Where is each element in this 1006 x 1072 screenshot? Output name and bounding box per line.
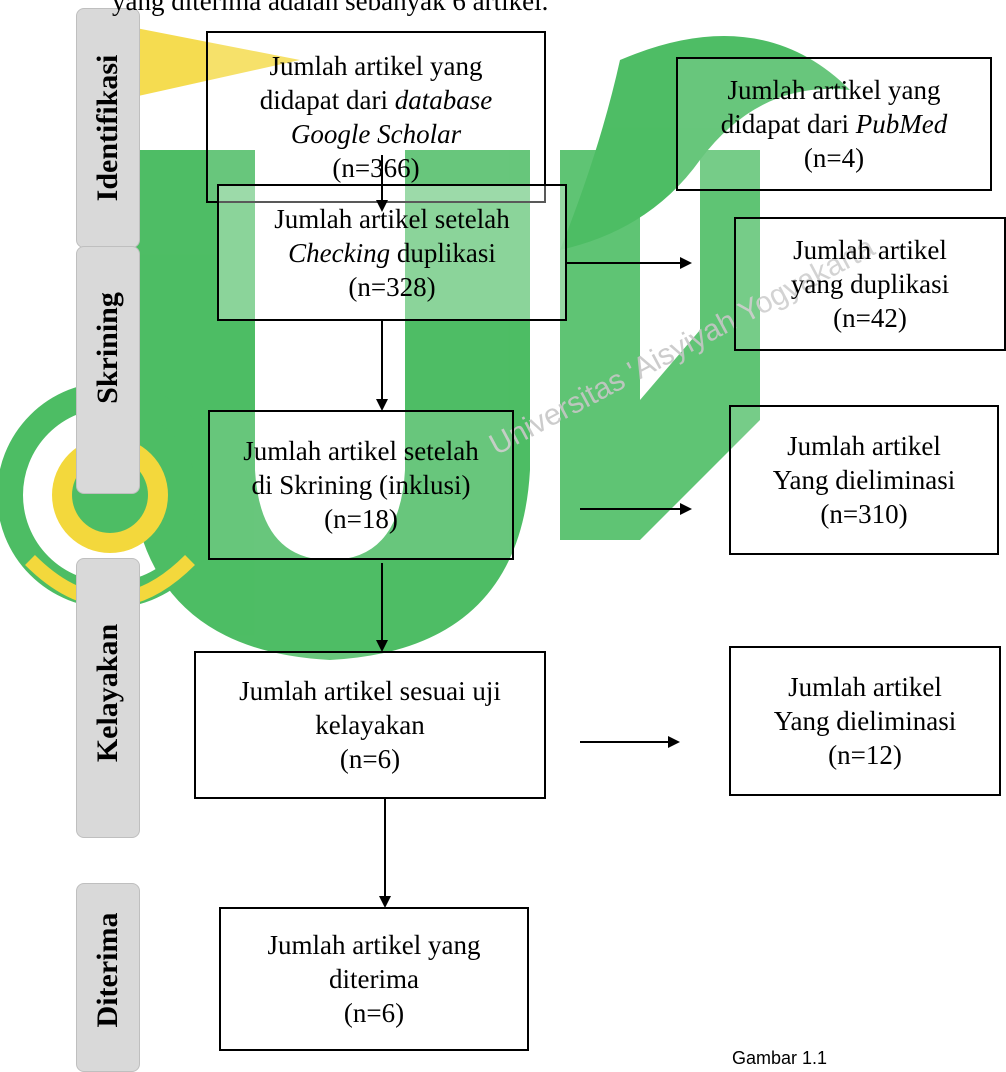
box-eliminasi-310: Jumlah artikel Yang dieliminasi (n=310) — [729, 405, 999, 555]
box-skrining-line1: Jumlah artikel setelah — [243, 436, 479, 466]
box-duplikasi: Jumlah artikel yang duplikasi (n=42) — [734, 217, 1006, 351]
box-duplikasi-line2: yang duplikasi — [790, 269, 950, 299]
stage-label-diterima: Diterima — [91, 912, 124, 1028]
stage-tab-kelayakan — [76, 558, 140, 838]
box-kelayakan-count: (n=6) — [339, 744, 401, 774]
stage-label-skrining: Skrining — [91, 292, 124, 404]
box-pubmed: Jumlah artikel yang didapat dari PubMed … — [676, 57, 992, 191]
box-skrining-count: (n=18) — [324, 504, 398, 534]
box-eliminasi-12-count: (n=12) — [828, 740, 902, 770]
box-checking-line1: Jumlah artikel setelah — [274, 203, 510, 234]
watermark-stroke — [560, 36, 850, 250]
box-eliminasi-12: Jumlah artikel Yang dieliminasi (n=12) — [729, 646, 1001, 796]
box-kelayakan-line2: kelayakan — [315, 710, 425, 740]
box-eliminasi-12-line2: Yang dieliminasi — [773, 706, 957, 736]
box-google-scholar-line3: Google Scholar — [290, 119, 462, 149]
stage-tab-skrining — [76, 246, 140, 494]
box-duplikasi-count: (n=42) — [833, 303, 907, 333]
box-checking: Jumlah artikel setelah Checking duplikas… — [217, 184, 567, 321]
stage-label-identifikasi: Identifikasi — [91, 54, 124, 202]
box-kelayakan: Jumlah artikel sesuai uji kelayakan (n=6… — [194, 651, 546, 799]
box-pubmed-line1: Jumlah artikel yang — [727, 75, 941, 105]
box-diterima-line1: Jumlah artikel yang — [267, 930, 481, 960]
intro-text: yang diterima adalah sebanyak 6 artikel. — [112, 0, 549, 16]
box-google-scholar-count: (n=366) — [332, 153, 420, 183]
box-eliminasi-310-line2: Yang dieliminasi — [772, 465, 956, 495]
box-checking-count: (n=328) — [348, 271, 436, 302]
stage-label-kelayakan: Kelayakan — [91, 623, 124, 763]
box-eliminasi-12-line1: Jumlah artikel — [788, 672, 942, 702]
box-diterima-count: (n=6) — [343, 998, 405, 1028]
box-duplikasi-line1: Jumlah artikel — [793, 235, 947, 265]
box-google-scholar-line1: Jumlah artikel yang — [269, 51, 483, 81]
stage-tab-diterima — [76, 883, 140, 1072]
watermark-letter-u — [130, 150, 530, 660]
watermark-letter-n — [560, 150, 760, 540]
box-eliminasi-310-line1: Jumlah artikel — [787, 431, 941, 461]
box-kelayakan-line1: Jumlah artikel sesuai uji — [239, 676, 501, 706]
box-diterima-line2: diterima — [329, 964, 419, 994]
box-google-scholar: Jumlah artikel yang didapat dari databas… — [206, 31, 546, 203]
box-skrining-line2: di Skrining (inklusi) — [251, 470, 471, 500]
box-skrining: Jumlah artikel setelah di Skrining (inkl… — [208, 410, 514, 560]
box-diterima: Jumlah artikel yang diterima (n=6) — [219, 907, 529, 1051]
box-eliminasi-310-count: (n=310) — [820, 499, 908, 529]
box-pubmed-count: (n=4) — [803, 143, 865, 173]
figure-caption: Gambar 1.1 — [732, 1048, 828, 1068]
